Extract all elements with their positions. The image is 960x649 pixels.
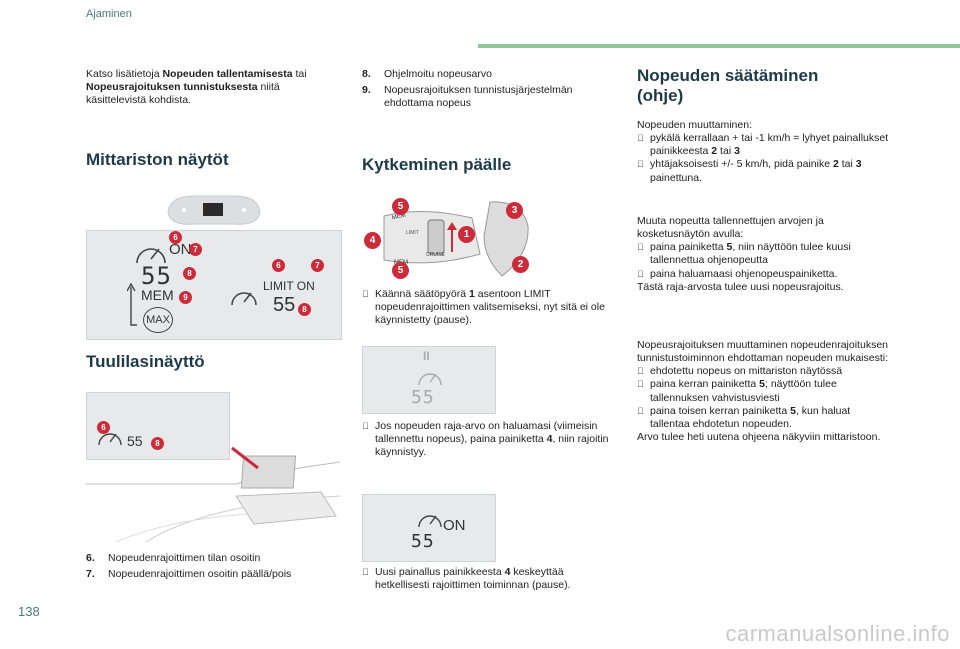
callout-6: 6 <box>169 231 182 244</box>
speedometer-icon-3 <box>98 433 122 446</box>
on-label: ON <box>443 517 466 534</box>
callout-5b: 5 <box>392 262 409 279</box>
pause-icon: II <box>423 349 430 363</box>
callout-8: 8 <box>183 267 196 280</box>
callout-6b: 6 <box>272 259 285 272</box>
callout-9: 9 <box>179 291 192 304</box>
windshield-panel: 55 6 8 <box>86 392 230 460</box>
cluster-panel: 55 ON 6 7 8 MEM 9 MAX LIMIT ON 55 6 7 8 <box>86 230 342 340</box>
bracket-arrow-icon <box>127 283 137 326</box>
control-stalk-icon <box>383 201 529 277</box>
speed-segment-display: 55 <box>141 262 172 290</box>
recognition-section: Nopeusrajoituksen muuttaminen nopeudenra… <box>637 339 888 443</box>
display-on-panel: ON 55 <box>362 494 496 562</box>
callout-7b: 7 <box>311 259 324 272</box>
speedometer-icon-5 <box>418 515 442 528</box>
dashboard-outline-icon <box>86 446 340 542</box>
step-2: Jos nopeuden raja-arvo on haluamasi (vi… <box>362 420 609 459</box>
stored-values-section: Muuta nopeutta tallennettujen arvojen ja… <box>637 215 851 293</box>
title-windshield-display: Tuulilasinäyttö <box>86 352 205 371</box>
mem-label: MEM <box>141 287 174 303</box>
title-speed-adjust: Nopeuden säätäminen(ohje) <box>637 66 819 105</box>
title-cluster-displays: Mittariston näytöt <box>86 150 229 169</box>
speedometer-icon-4 <box>418 373 442 386</box>
legend-list-2: 8.Ohjelmoitu nopeusarvo 9.Nopeusrajoituk… <box>362 68 573 110</box>
legend-list-1: 6.Nopeudenrajoittimen tilan osoitin 7.No… <box>86 552 292 581</box>
max-label: MAX <box>143 307 173 333</box>
cluster-outline-icon <box>167 195 261 225</box>
callout-8b: 8 <box>298 303 311 316</box>
active-speed-display: 55 <box>411 531 435 552</box>
title-switching-on: Kytkeminen päälle <box>362 155 512 174</box>
cluster-figure: 55 ON 6 7 8 MEM 9 MAX LIMIT ON 55 6 7 8 <box>86 190 342 340</box>
speedometer-icon <box>136 248 166 264</box>
page-number: 138 <box>18 604 40 619</box>
callout-8c: 8 <box>151 437 164 450</box>
paused-speed-display: 55 <box>411 387 435 408</box>
intro-text: Katso lisätietoja Nopeuden tallentamises… <box>86 68 307 107</box>
limiter-on-label: ON <box>169 241 192 258</box>
stalk-cruise-label: CRUISE <box>426 252 445 258</box>
header-bar <box>478 44 960 48</box>
callout-6c: 6 <box>97 421 110 434</box>
callout-2: 2 <box>512 256 529 273</box>
limit-speed-value: 55 <box>273 294 296 316</box>
section-label: Ajaminen <box>86 8 132 20</box>
display-pause-panel: II 55 <box>362 346 496 414</box>
callout-3: 3 <box>506 202 523 219</box>
watermark: carmanualsonline.info <box>725 621 950 646</box>
speedometer-icon-2 <box>231 292 257 306</box>
windshield-figure: 55 6 8 <box>86 392 340 542</box>
callout-1: 1 <box>458 226 475 243</box>
stalk-limit-label: LIMIT <box>406 230 419 236</box>
step-3: Uusi painallus painikkeesta 4 keskeyttä… <box>362 566 571 592</box>
speed-change-section: Nopeuden muuttaminen: pykälä kerrallaan… <box>637 119 889 184</box>
callout-5: 5 <box>392 198 409 215</box>
step-1: Käännä säätöpyörä 1 asentoon LIMIT nope… <box>362 288 605 327</box>
limit-on-label: LIMIT ON <box>263 279 315 293</box>
callout-4: 4 <box>364 232 381 249</box>
windshield-speed: 55 <box>127 433 143 449</box>
callout-7: 7 <box>189 243 202 256</box>
stalk-figure: MEM LIMIT CRUISE MEM 5 3 1 4 5 2 <box>362 196 542 282</box>
